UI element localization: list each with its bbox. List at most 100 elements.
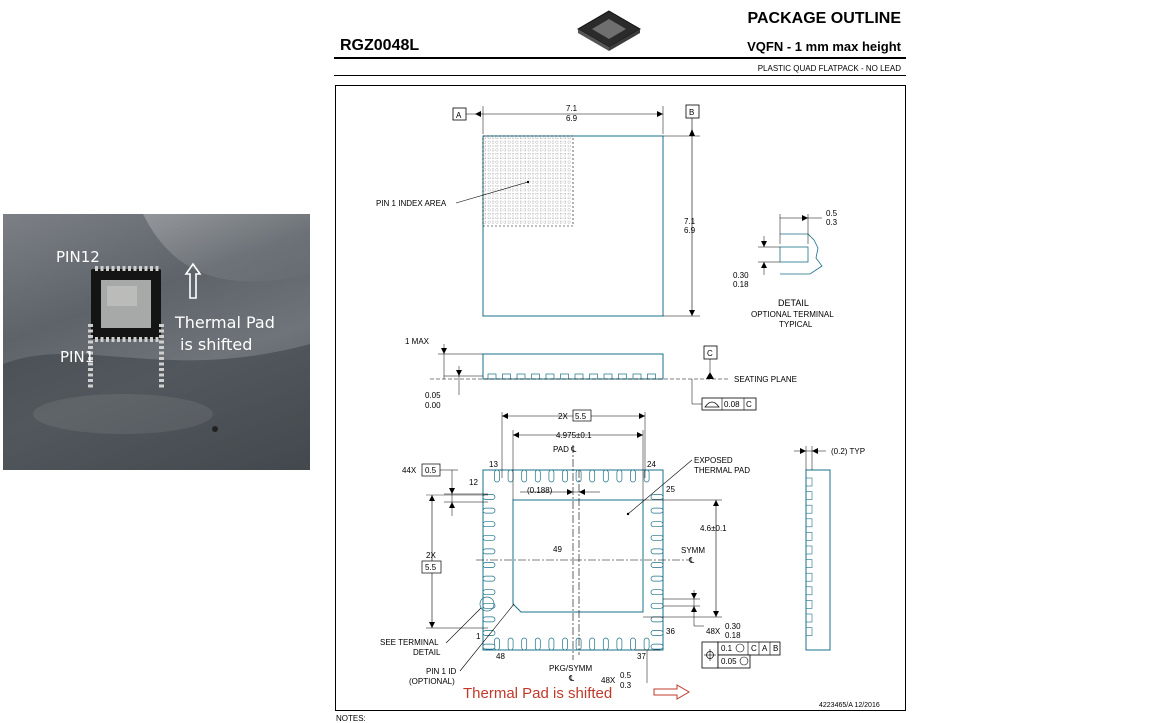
photo-pin-bottom (133, 337, 137, 342)
side-lead (516, 373, 526, 380)
bottom-pad-right (650, 630, 664, 636)
fcf-tol-1: 0.1 (721, 644, 733, 653)
bottom-view-pads (482, 469, 664, 651)
photo-pin-bottom (139, 337, 142, 342)
seating-plane-label: SEATING PLANE (734, 375, 797, 384)
photo-pin-left (88, 384, 93, 388)
strip-pad (805, 477, 813, 487)
bottom-pad-bottom (589, 637, 596, 651)
index-dot-line (485, 138, 571, 224)
dim-0188: (0.188) (527, 486, 553, 495)
mmc-icon-1 (735, 643, 745, 653)
index-dot-line (485, 138, 571, 224)
detail-line2: OPTIONAL TERMINAL (751, 310, 834, 319)
pin-36: 36 (666, 627, 675, 636)
label-thermal-pad: Thermal Pad (175, 313, 275, 332)
dim-46: 4.6±0.1 (700, 524, 727, 533)
bottom-pad-bottom (494, 637, 500, 651)
detail-outline (780, 233, 823, 275)
label-pin1: PIN1 (60, 348, 95, 366)
bottom-pad-left (482, 602, 496, 609)
pad-cl-label: PAD ℄ (553, 445, 577, 454)
part-number: RGZ0048L (340, 37, 420, 54)
lead-width-max: 0.30 (725, 622, 741, 631)
fcf-datum-b: B (773, 644, 778, 653)
index-dot-line (485, 138, 571, 224)
photo-pin-right (159, 351, 164, 355)
bottom-pad-right (650, 494, 664, 500)
bottom-pad-left (482, 562, 496, 568)
photo-pin-right (159, 324, 164, 327)
bottom-pad-bottom (575, 637, 582, 651)
width-min: 6.9 (566, 114, 578, 123)
package-description: PLASTIC QUAD FLATPACK - NO LEAD (757, 64, 901, 73)
bottom-pad-bottom (548, 637, 555, 651)
label-is-shifted: is shifted (180, 335, 253, 354)
photo-pin-top (111, 266, 115, 271)
strip-pad (805, 627, 813, 636)
bottom-pad-left (482, 507, 496, 514)
page-title: PACKAGE OUTLINE (747, 10, 901, 27)
see-terminal-2: DETAIL (413, 648, 441, 657)
arrow-right-icon (653, 684, 690, 700)
index-dot-line (485, 138, 571, 224)
height-max: 7.1 (684, 217, 696, 226)
header-rule (334, 57, 906, 59)
side-lead (618, 373, 627, 380)
exposed-label-1: EXPOSED (694, 456, 733, 465)
arrow-up-icon (184, 262, 202, 299)
photo-pin-bottom (155, 337, 159, 342)
side-lead (502, 373, 511, 380)
photo-pin-right (159, 384, 164, 388)
dim-2x-top: 2X (558, 412, 568, 421)
photo-pin-top (150, 266, 153, 271)
index-dot-line (484, 137, 571, 224)
height-min: 6.9 (684, 226, 696, 235)
side-lead (603, 373, 613, 380)
photo-pin-bottom (144, 337, 148, 342)
bottom-pad-right (650, 548, 664, 555)
dim-5-5-left: 5.5 (425, 563, 437, 572)
strip-pad (805, 504, 813, 514)
fcf-tol-2: 0.05 (721, 657, 737, 666)
fcf-datum-a: A (762, 644, 768, 653)
index-dot-line (485, 138, 571, 224)
bottom-pad-bottom (562, 637, 568, 651)
bottom-pad-right (650, 643, 664, 650)
dim-5-5-box-top (572, 409, 592, 422)
bottom-pad-right (650, 602, 664, 609)
bottom-pad-right (650, 562, 664, 568)
side-lead (487, 373, 497, 380)
photo-pin-left (88, 329, 93, 333)
bottom-pad-top (534, 469, 541, 483)
strip-pad (805, 491, 813, 500)
index-dot-line (485, 138, 571, 224)
see-terminal-1: SEE TERMINAL (380, 638, 439, 647)
strip-pad (805, 600, 813, 609)
photo-pin-right (159, 362, 164, 366)
bottom-pad-left (482, 548, 496, 555)
bottom-pad-top (562, 469, 568, 483)
bottom-pad-top (643, 469, 650, 483)
bottom-pad-bottom (630, 637, 636, 651)
bottom-pad-bottom (602, 637, 609, 651)
photo-pin-top (128, 266, 131, 271)
photo-pin-left (88, 362, 93, 366)
detail-top-min: 0.3 (826, 218, 838, 227)
label-pin12: PIN12 (56, 248, 100, 266)
photo-pin-top (139, 266, 142, 271)
side-lead (574, 373, 584, 380)
detail-top-max: 0.5 (826, 209, 838, 218)
photo-pin-bottom (106, 337, 109, 342)
detail-side-min: 0.18 (733, 280, 749, 289)
index-dot-line (485, 138, 571, 224)
photo-pin-right (159, 357, 164, 360)
notes-label: NOTES: (336, 714, 366, 723)
side-typ: (0.2) TYP (831, 447, 865, 456)
bottom-pad-left (482, 616, 496, 623)
pin1-id-2: (OPTIONAL) (409, 677, 455, 686)
bottom-pad-top (521, 469, 528, 483)
photo-pin-left (88, 351, 93, 355)
photo-pin-top (144, 266, 148, 271)
photo-pin-left (88, 373, 93, 377)
